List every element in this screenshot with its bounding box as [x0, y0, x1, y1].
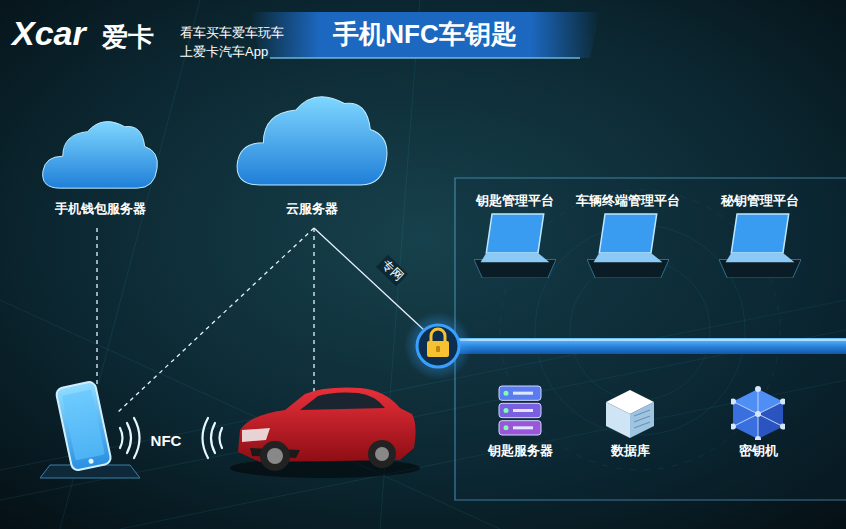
node-label: 密钥机: [737, 440, 780, 462]
cloud-server-node: 云服务器: [231, 84, 393, 220]
laptop-icon: [474, 214, 556, 278]
node-label: 钥匙管理平台: [474, 190, 556, 212]
laptop-graphic: [474, 212, 556, 278]
server-icon: [499, 386, 541, 435]
database-icon: [606, 390, 654, 438]
node-label: 云服务器: [284, 198, 340, 220]
cloud-icon: [237, 97, 387, 185]
node-label: 数据库: [609, 440, 652, 462]
node-label: 手机钱包服务器: [53, 198, 148, 220]
diagram-title: 手机NFC车钥匙: [333, 17, 516, 52]
platform-panel: [452, 178, 846, 500]
platform-node: 钥匙管理平台: [474, 190, 556, 278]
slogan-text: 上爱卡汽车App: [180, 43, 268, 61]
hardware-node: 数据库: [604, 384, 656, 462]
node-label: 钥匙服务器: [486, 440, 555, 462]
nfc-label: NFC: [151, 432, 182, 449]
node-label: 车辆终端管理平台: [574, 190, 682, 212]
dashed-wire: [313, 228, 314, 392]
laptop-icon: [719, 214, 801, 278]
logo-text: 爱卡: [102, 20, 154, 55]
private-network-line: [314, 228, 424, 330]
dashed-wire: [96, 228, 97, 385]
hardware-node: 密钥机: [731, 384, 785, 462]
key-machine-icon: [731, 386, 785, 440]
car-illustration: [230, 388, 420, 478]
node-label: 秘钥管理平台: [719, 190, 801, 212]
phone-illustration: [40, 381, 222, 478]
database-graphic: [604, 384, 656, 440]
laptop-graphic: [587, 212, 669, 278]
cloud-server-node: 手机钱包服务器: [38, 112, 162, 220]
hardware-node: 钥匙服务器: [486, 384, 555, 462]
cloud-graphic: [38, 112, 162, 198]
platform-node: 车辆终端管理平台: [574, 190, 682, 278]
keymachine-graphic: [731, 384, 785, 440]
platform-node: 秘钥管理平台: [719, 190, 801, 278]
cloud-icon: [43, 122, 158, 189]
dashed-wire: [118, 228, 314, 412]
logo-mark: Xcar: [12, 14, 86, 53]
title-banner: [250, 12, 600, 58]
laptop-graphic: [719, 212, 801, 278]
network-bus: [452, 338, 846, 354]
cloud-graphic: [231, 84, 393, 198]
laptop-icon: [587, 214, 669, 278]
lock-icon: [404, 312, 472, 380]
server-graphic: [497, 384, 543, 440]
slogan-text: 看车买车爱车玩车: [180, 24, 284, 42]
